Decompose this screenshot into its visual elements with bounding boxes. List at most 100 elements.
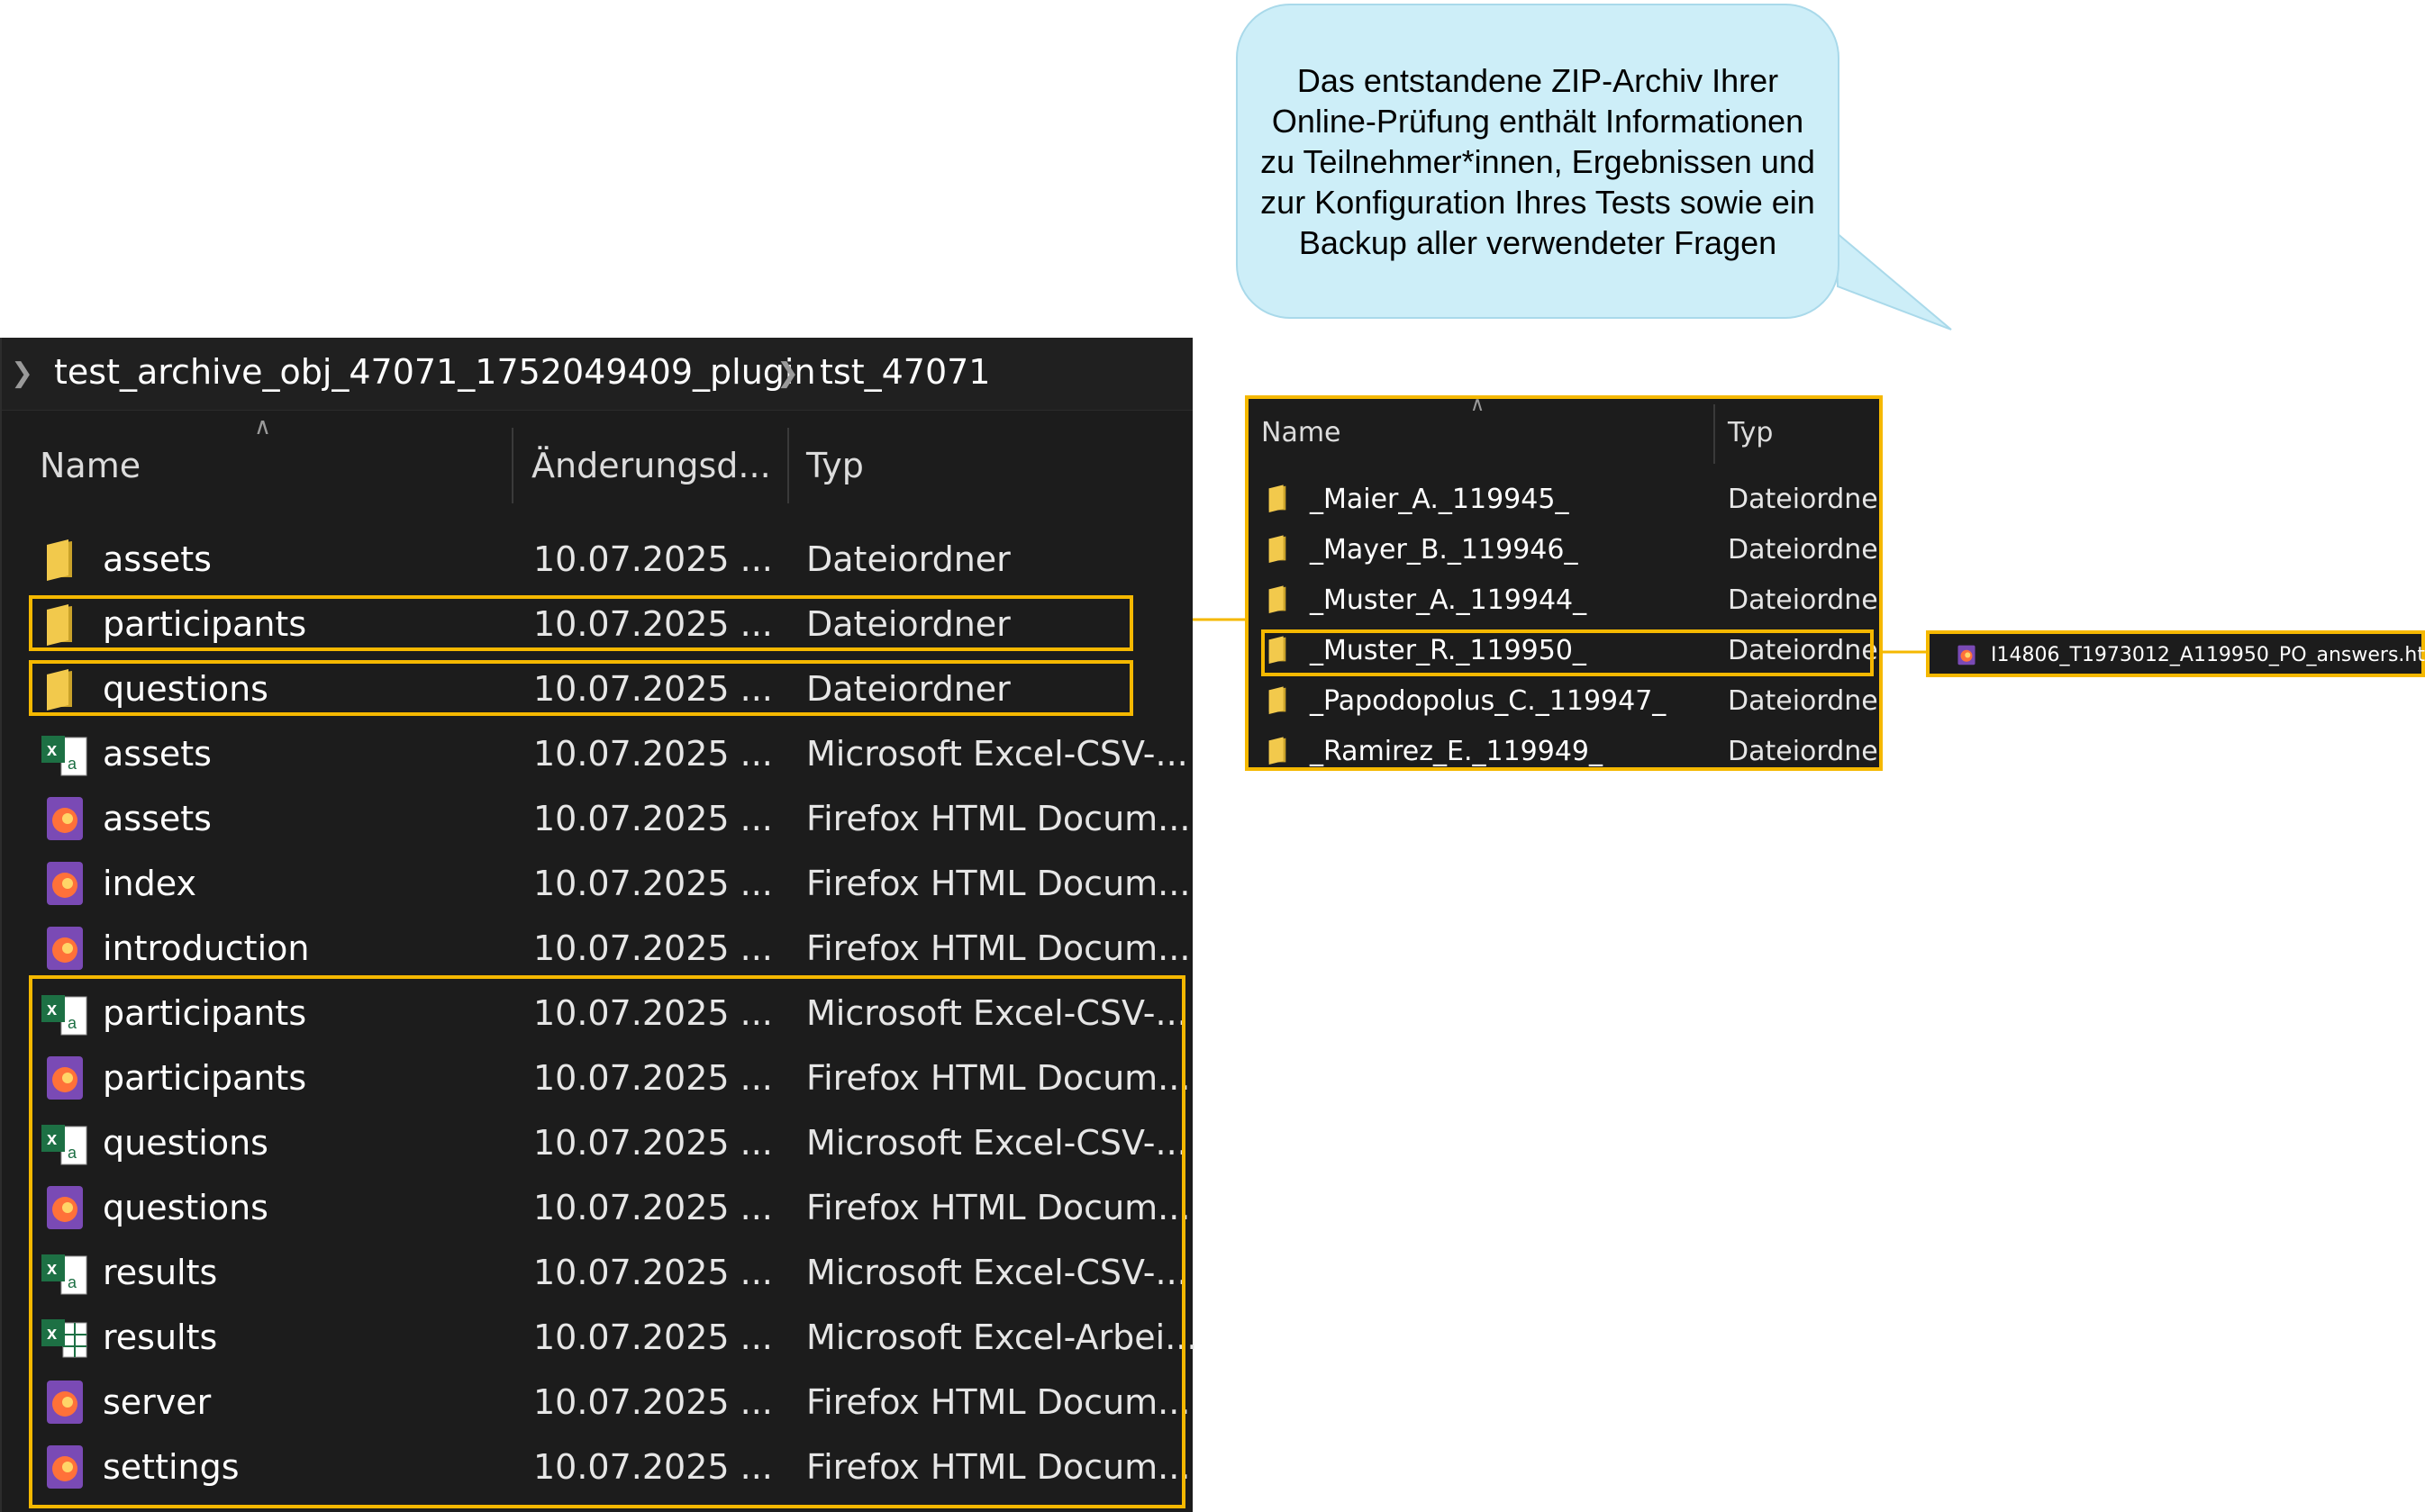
file-date: 10.07.2025 ...	[533, 1253, 773, 1292]
column-header-date[interactable]: Änderungsd...	[531, 446, 771, 485]
folder-icon	[38, 662, 92, 716]
excel-workbook-icon: x	[38, 1310, 92, 1364]
file-date: 10.07.2025 ...	[533, 1188, 773, 1227]
column-divider[interactable]	[1713, 404, 1715, 464]
folder-type: Dateiordner	[1728, 484, 1883, 515]
file-explorer-window: ❯ test_archive_obj_47071_1752049409_plug…	[0, 338, 1197, 1512]
firefox-html-icon	[38, 856, 92, 910]
file-date: 10.07.2025 ...	[533, 539, 773, 579]
breadcrumb-segment-tst[interactable]: tst_47071	[820, 352, 991, 392]
file-row-participants[interactable]: participants 10.07.2025 ... Dateiordner	[2, 592, 1191, 656]
folder-icon	[1263, 732, 1299, 767]
folder-icon	[38, 597, 92, 651]
participant-folder-row[interactable]: _Muster_R._119950_Dateiordner	[1249, 626, 1879, 676]
callout-line: zur Konfiguration Ihres Tests sowie ein	[1260, 183, 1815, 221]
firefox-html-icon	[38, 1375, 92, 1429]
firefox-html-icon	[38, 921, 92, 975]
file-type: Dateiordner	[806, 669, 1011, 709]
column-header-name[interactable]: Name	[1261, 417, 1341, 448]
breadcrumb-segment-archive[interactable]: test_archive_obj_47071_1752049409_plugin	[54, 352, 816, 392]
file-date: 10.07.2025 ...	[533, 1123, 773, 1163]
file-name: participants	[103, 993, 307, 1033]
participant-folder-row[interactable]: _Mayer_B._119946_Dateiordner	[1249, 525, 1879, 575]
file-row-settings[interactable]: settings 10.07.2025 ... Firefox HTML Docum…	[2, 1435, 1191, 1499]
file-type: Firefox HTML Docum...	[806, 1447, 1191, 1487]
file-date: 10.07.2025 ...	[533, 799, 773, 838]
callout-line: Das entstandene ZIP-Archiv Ihrer	[1296, 61, 1779, 99]
file-name: results	[103, 1317, 218, 1357]
breadcrumb: ❯ test_archive_obj_47071_1752049409_plug…	[2, 338, 1193, 411]
column-divider[interactable]	[787, 428, 789, 503]
participant-folder-row[interactable]: _Maier_A._119945_Dateiordner	[1249, 475, 1879, 525]
chevron-right-icon[interactable]: ❯	[777, 358, 800, 389]
folder-name: _Maier_A._119945_	[1310, 484, 1569, 515]
file-name: assets	[103, 799, 212, 838]
column-header-type[interactable]: Typ	[1728, 417, 1774, 448]
callout-line: Backup aller verwendeter Fragen	[1298, 223, 1777, 261]
firefox-html-icon	[38, 1440, 92, 1494]
file-row-server[interactable]: server 10.07.2025 ... Firefox HTML Docum..…	[2, 1370, 1191, 1435]
sort-ascending-icon: ∧	[1470, 395, 1485, 416]
svg-text:x: x	[47, 1000, 57, 1019]
file-type: Firefox HTML Docum...	[806, 1188, 1191, 1227]
column-header-name[interactable]: Name	[40, 446, 141, 485]
callout-line: zu Teilnehmer*innen, Ergebnissen und	[1260, 142, 1815, 180]
firefox-html-icon	[38, 792, 92, 846]
folder-name: _Papodopolus_C._119947_	[1310, 685, 1667, 717]
answers-file-item[interactable]: I14806_T1973012_A119950_PO_answers.html	[1926, 630, 2425, 677]
file-date: 10.07.2025 ...	[533, 1447, 773, 1487]
folder-icon	[1263, 581, 1299, 617]
file-date: 10.07.2025 ...	[533, 1317, 773, 1357]
sort-ascending-icon: ∧	[254, 413, 272, 440]
file-name: participants	[103, 604, 307, 644]
file-type: Dateiordner	[806, 604, 1011, 644]
file-type: Firefox HTML Docum...	[806, 864, 1191, 903]
firefox-html-icon	[38, 1051, 92, 1105]
file-name: participants	[103, 1058, 307, 1098]
file-name: settings	[103, 1447, 240, 1487]
callout-bubble: Das entstandene ZIP-Archiv Ihrer Online-…	[1236, 4, 1839, 319]
folder-icon	[1263, 480, 1299, 516]
file-date: 10.07.2025 ...	[533, 604, 773, 644]
svg-text:x: x	[47, 740, 57, 760]
file-type: Firefox HTML Docum...	[806, 1382, 1191, 1422]
participant-folder-row[interactable]: _Papodopolus_C._119947_Dateiordner	[1249, 676, 1879, 727]
file-name: results	[103, 1253, 218, 1292]
folder-icon	[38, 532, 92, 586]
participant-folder-row[interactable]: _Muster_A._119944_Dateiordner	[1249, 575, 1879, 626]
svg-text:x: x	[47, 1324, 57, 1344]
participant-folder-row[interactable]: _Ramirez_E._119949_Dateiordner	[1249, 727, 1879, 767]
file-date: 10.07.2025 ...	[533, 1382, 773, 1422]
highlight-questions-folder	[29, 660, 1133, 716]
file-name: index	[103, 864, 196, 903]
file-name: assets	[103, 734, 212, 774]
svg-text:a: a	[68, 1014, 77, 1032]
file-type: Dateiordner	[806, 539, 1011, 579]
folder-icon	[1263, 682, 1299, 718]
column-divider[interactable]	[512, 428, 513, 503]
column-header-type[interactable]: Typ	[806, 446, 864, 485]
chevron-right-icon[interactable]: ❯	[11, 358, 34, 389]
folder-type: Dateiordner	[1728, 685, 1883, 717]
file-name: server	[103, 1382, 212, 1422]
svg-text:a: a	[68, 755, 77, 773]
folder-type: Dateiordner	[1728, 635, 1883, 666]
highlight-exported-files	[29, 975, 1185, 1508]
participants-folder-window: ∧ Name Typ _Maier_A._119945_Dateiordner_…	[1245, 395, 1883, 771]
